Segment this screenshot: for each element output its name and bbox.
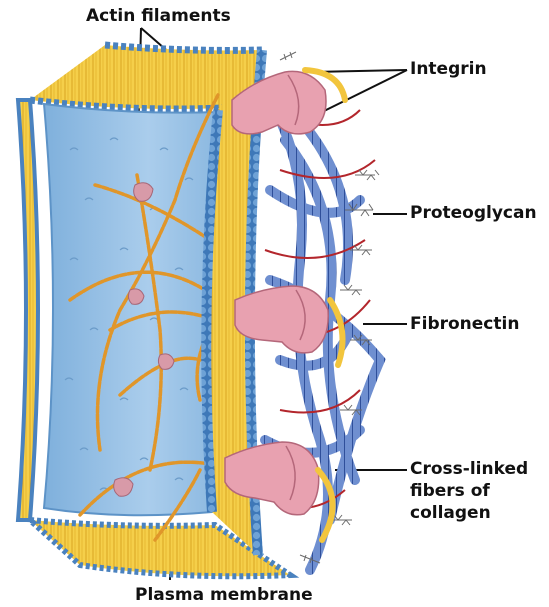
label-collagen-line-1: Cross-linked — [410, 458, 528, 480]
label-collagen-line-3: collagen — [410, 502, 528, 524]
label-fibronectin: Fibronectin — [410, 314, 519, 334]
membrane-left-edge — [18, 100, 38, 520]
label-plasma-membrane: Plasma membrane — [135, 585, 313, 605]
cytoplasm — [44, 104, 218, 515]
label-collagen: Cross-linked fibers of collagen — [410, 458, 528, 524]
label-integrin: Integrin — [410, 59, 487, 79]
label-collagen-line-2: fibers of — [410, 480, 528, 502]
label-proteoglycan: Proteoglycan — [410, 203, 537, 223]
label-actin-filaments: Actin filaments — [86, 6, 231, 26]
